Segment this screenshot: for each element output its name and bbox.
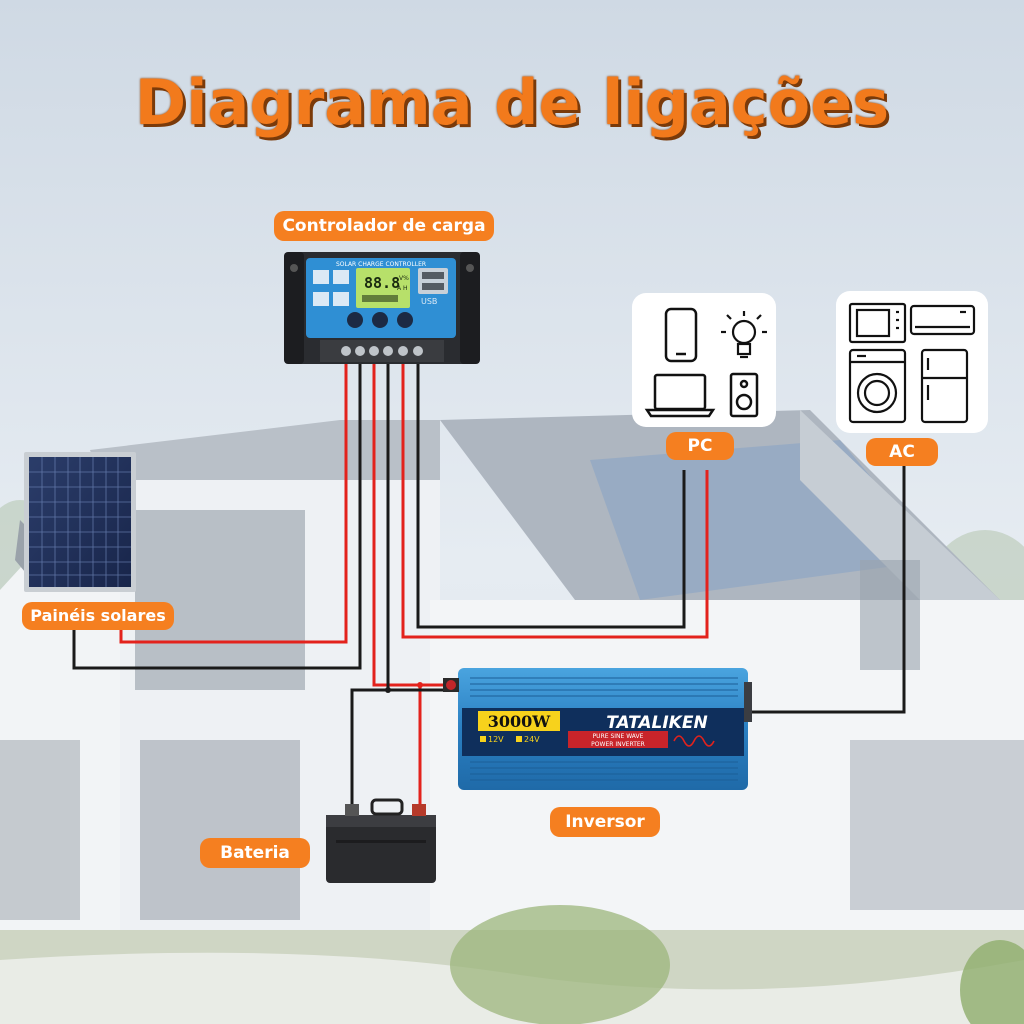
light-bulb-icon	[721, 311, 767, 359]
page-title: Diagrama de ligações	[134, 66, 890, 139]
controller-units-bottom: A H	[397, 285, 408, 292]
battery-label: Bateria	[200, 838, 310, 868]
wires	[72, 360, 906, 808]
inverter-power: 3000W	[488, 712, 552, 731]
controller-units-top: V%	[399, 275, 409, 282]
controller-button-middle	[372, 312, 388, 328]
controller-button-left	[347, 312, 363, 328]
ac-loads-card	[836, 291, 988, 433]
load-positive-wire	[401, 360, 709, 639]
inverter-line-1: PURE SINE WAVE	[593, 733, 644, 740]
controller-label: Controlador de carga	[274, 211, 494, 241]
controller-display: 88.8	[364, 274, 400, 292]
load-negative-wire	[416, 360, 686, 629]
inverter-line-2: POWER INVERTER	[591, 741, 645, 748]
refrigerator-icon	[920, 348, 969, 424]
ac-wire	[745, 462, 906, 714]
laptop-icon	[644, 373, 716, 418]
pc-loads-card	[632, 293, 776, 427]
solar-negative-wire	[72, 360, 362, 670]
air-conditioner-icon	[909, 304, 976, 336]
inverter: 3000W 12V 24V TATALIKEN PURE SINE WAVE P…	[443, 668, 752, 790]
controller-header: SOLAR CHARGE CONTROLLER	[336, 261, 426, 268]
ac-label: AC	[866, 438, 938, 466]
charge-controller: SOLAR CHARGE CONTROLLER 88.8 V% A H USB	[284, 252, 480, 364]
pc-label: PC	[666, 432, 734, 460]
microwave-icon	[848, 302, 907, 344]
controller-button-right	[397, 312, 413, 328]
solar-panel	[15, 452, 136, 592]
inverter-label: Inversor	[550, 807, 660, 837]
sine-wave-icon	[673, 735, 715, 747]
solar-panel-label: Painéis solares	[22, 602, 174, 630]
inverter-brand: TATALIKEN	[606, 713, 707, 733]
battery-negative-wire	[350, 360, 390, 808]
smartphone-icon	[664, 307, 698, 363]
solar-positive-wire	[119, 360, 348, 644]
battery	[326, 798, 436, 883]
washing-machine-icon	[848, 348, 907, 424]
speaker-icon	[729, 372, 759, 418]
battery-positive-wire	[372, 360, 422, 808]
controller-usb-label: USB	[421, 297, 437, 306]
inverter-voltage-1: 12V	[488, 735, 504, 744]
inverter-voltage-2: 24V	[524, 735, 540, 744]
